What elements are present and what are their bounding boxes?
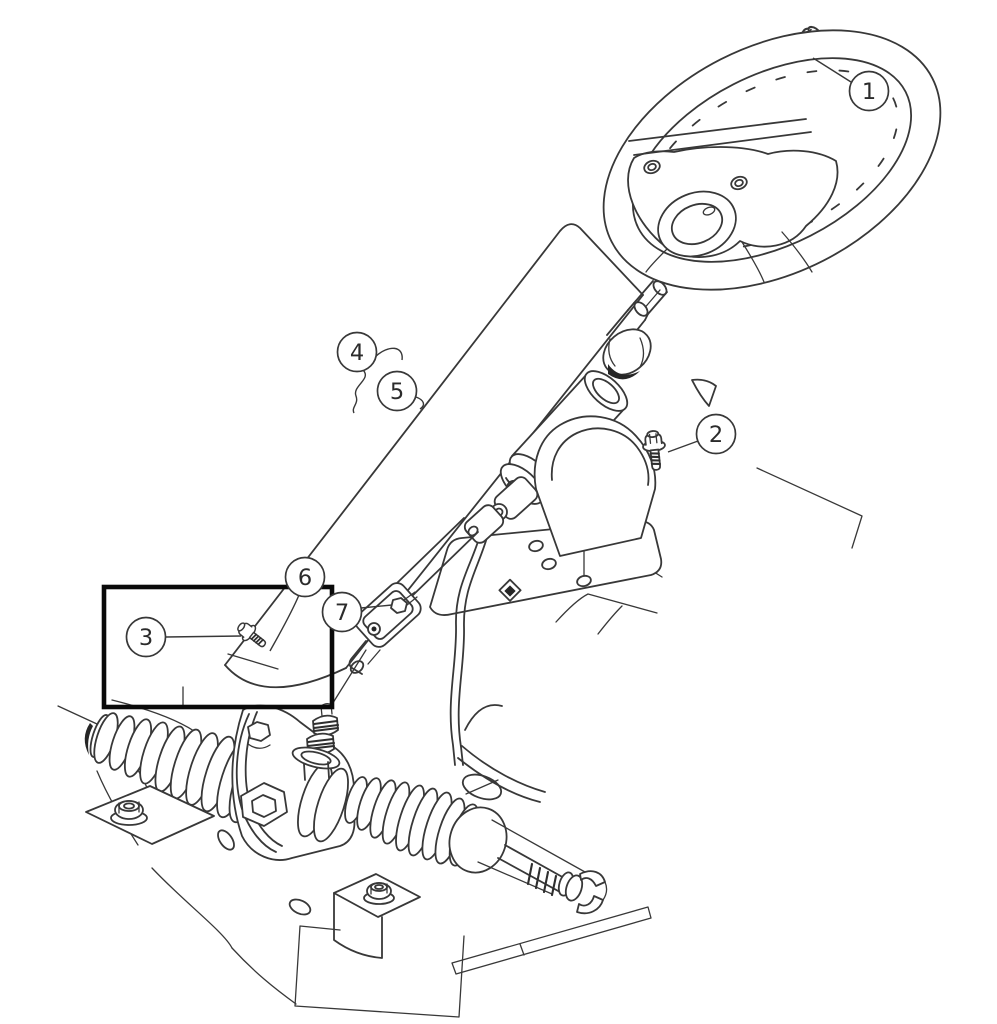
hex-plug [240,782,288,827]
callout-1: 1 [812,57,890,112]
support-arm [449,531,546,803]
callout-5: 5 [376,370,425,412]
callout-number-1: 1 [862,79,876,105]
callout-number-7: 7 [335,600,349,626]
flange-nut-center [363,882,395,905]
callout-7: 7 [321,591,393,633]
rack-and-pinion [57,699,608,915]
steering-column-assembly [330,370,717,707]
callout-number-2: 2 [709,422,723,448]
steering-wheel [602,29,942,291]
steering-shaft-upper [602,221,693,380]
callout-4: 4 [336,331,403,414]
callout-3: 3 [125,616,242,658]
callout-number-4: 4 [350,340,364,366]
tie-rod [477,819,608,915]
callout-number-3: 3 [139,625,153,651]
flange-nut-left [110,800,148,826]
frame-and-mounts [85,785,652,1018]
callout-circle-1 [848,70,890,112]
callout-2: 2 [667,413,737,455]
callout-number-5: 5 [390,379,404,405]
reference-lines [182,653,279,709]
pinch-bolt [390,591,418,614]
callout-circle-7 [321,591,363,633]
steering-wheel-hub [657,190,737,258]
callout-circle-4 [336,331,378,373]
highlight-box [101,584,335,710]
callout-circle-5 [376,370,418,412]
callout-circle-3 [125,616,167,658]
callout-number-6: 6 [298,565,312,591]
right-bellows [344,776,508,874]
bolt-2 [642,430,666,471]
callout-circle-2 [695,413,737,455]
hex-fitting [247,721,271,749]
callout-circle-6 [284,556,326,598]
pinion-shaft-stack [291,703,341,781]
callout-6: 6 [269,556,326,652]
bolt-3 [237,622,267,648]
